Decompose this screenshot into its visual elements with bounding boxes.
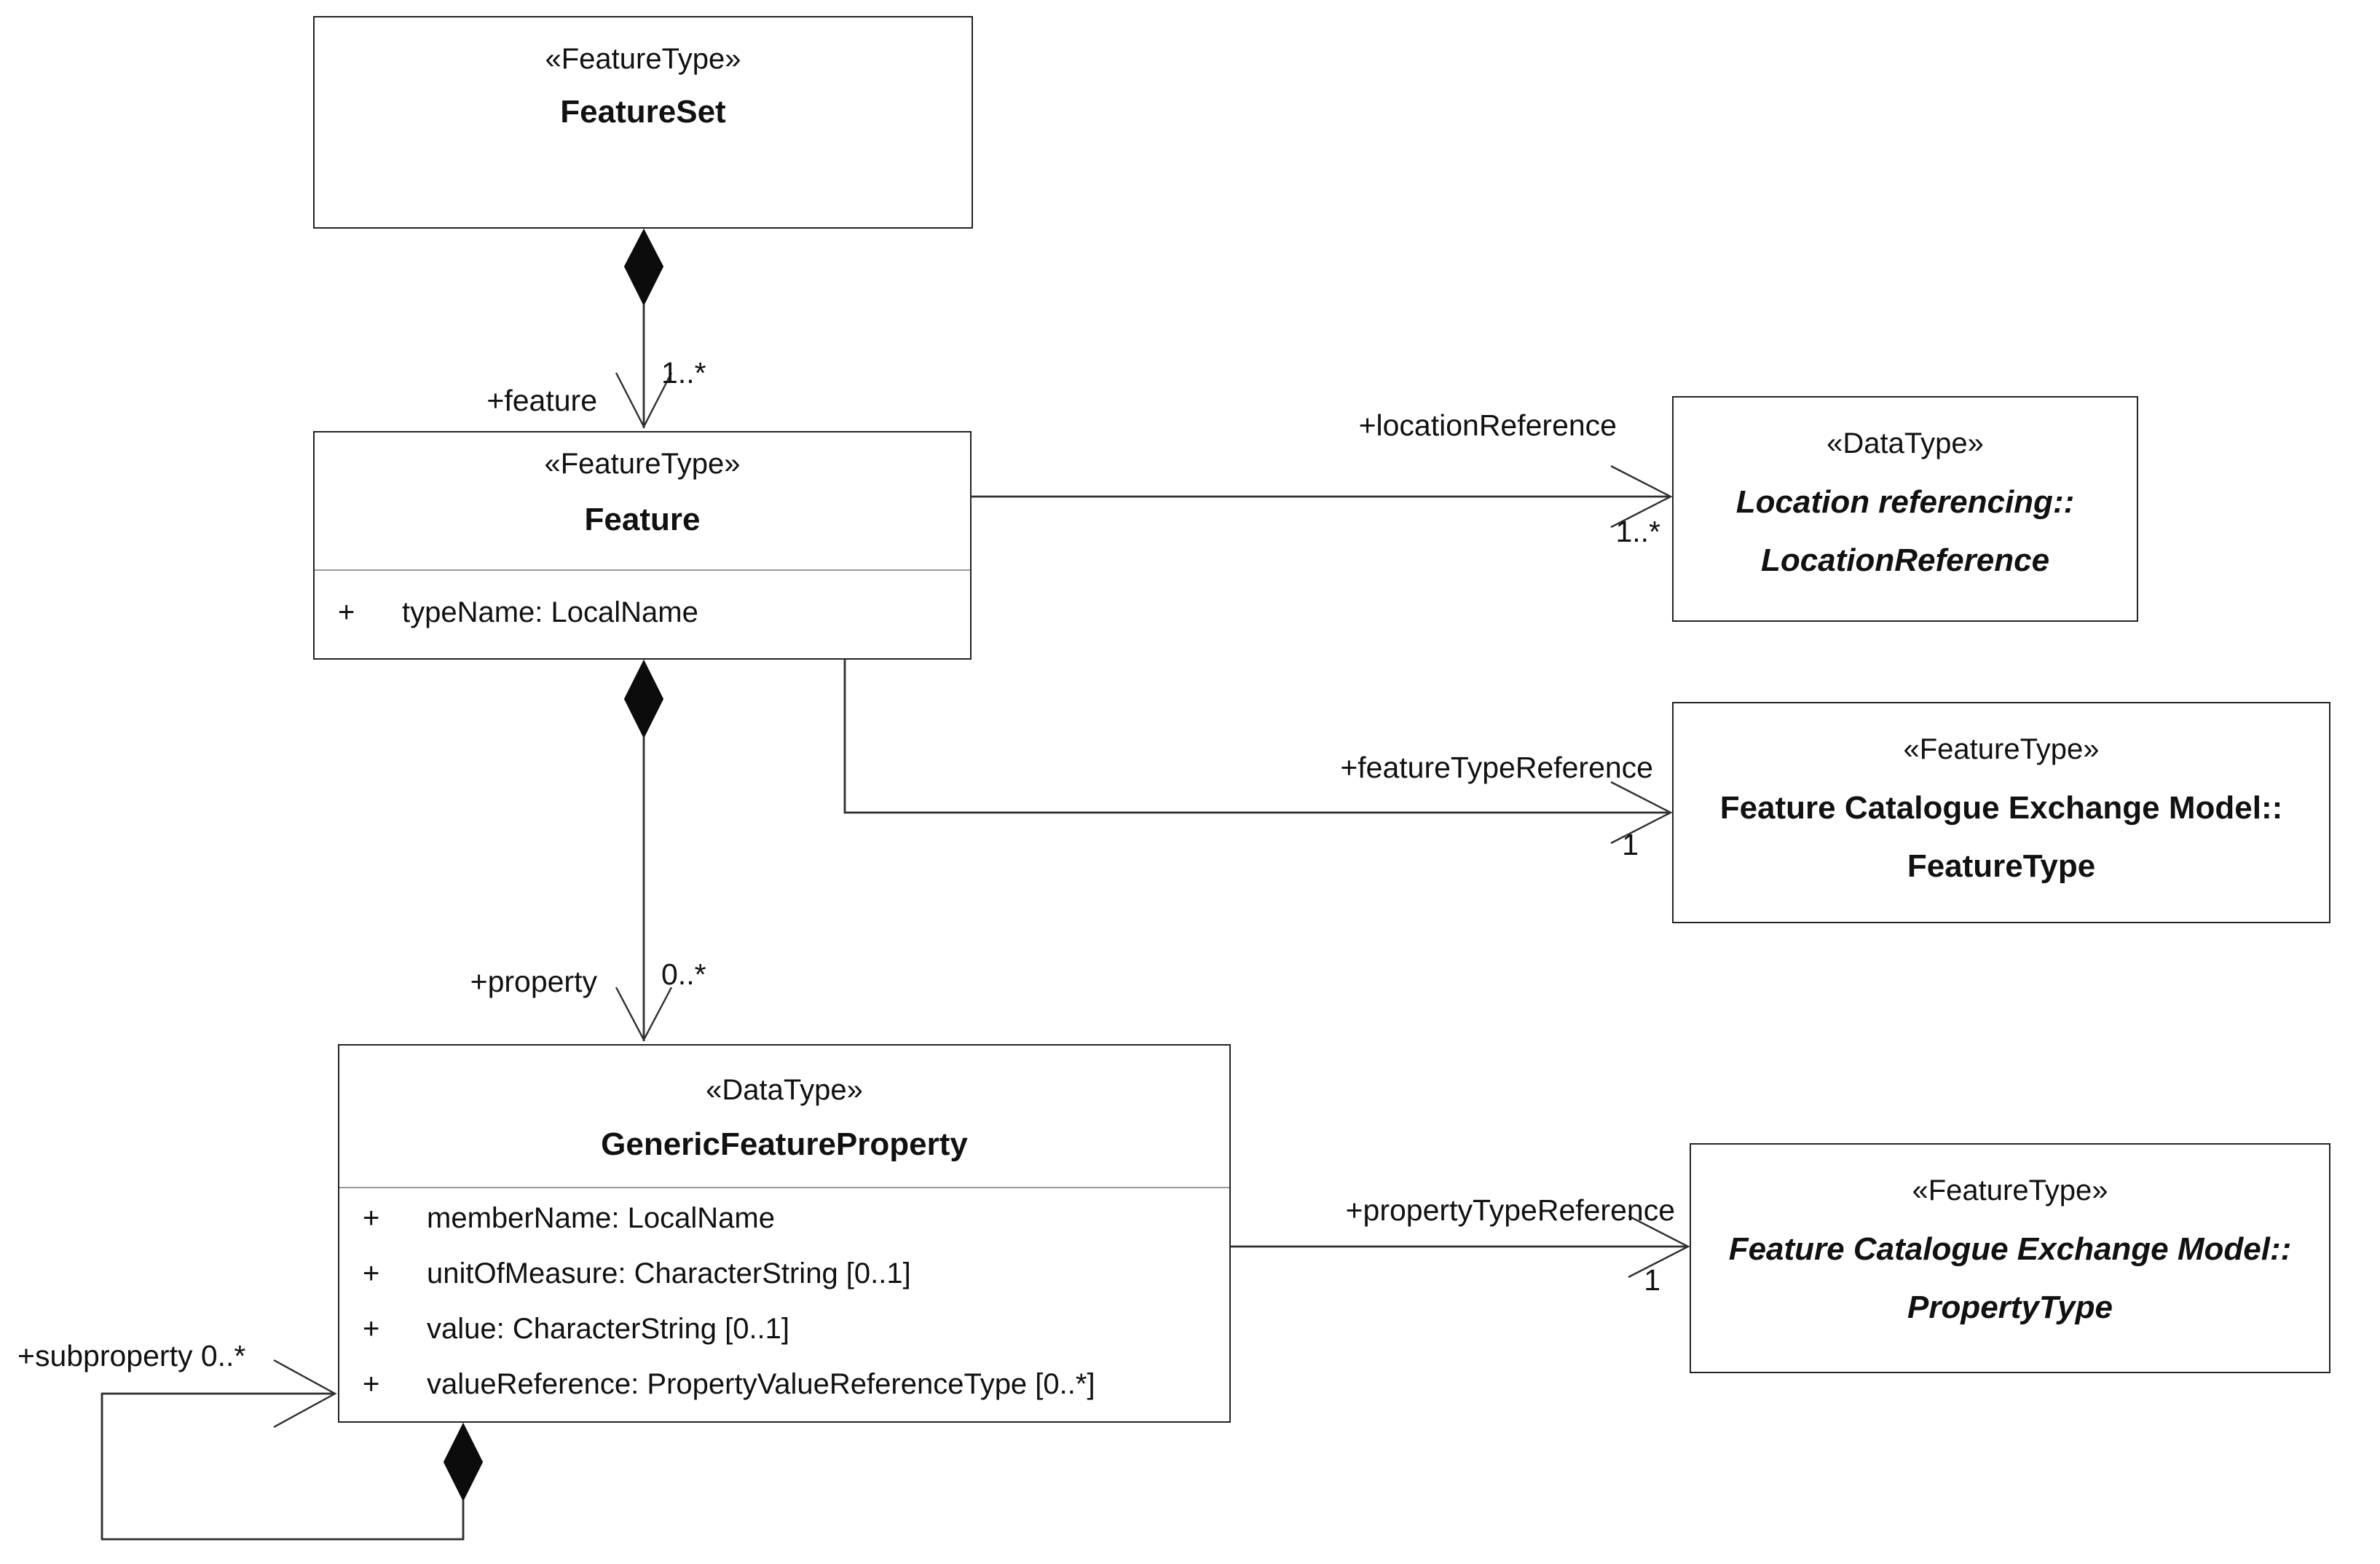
role-label-featuretypereference: +featureTypeReference <box>1340 751 1653 785</box>
open-arrowhead-icon <box>615 372 673 429</box>
attribute-row: + typeName: LocalName <box>315 584 970 642</box>
class-box-feature: «FeatureType» Feature + typeName: LocalN… <box>313 431 972 660</box>
class-title-compartment: «FeatureType» Feature Catalogue Exchange… <box>1674 703 2329 896</box>
class-name: LocationReference <box>1760 542 2050 578</box>
edge-location-reference <box>972 465 1673 529</box>
class-namespace: Feature Catalogue Exchange Model:: <box>1728 1231 2292 1267</box>
attribute-text: valueReference: PropertyValueReferenceTy… <box>427 1369 1095 1401</box>
multiplicity-label-locationreference: 1..* <box>1615 516 1660 549</box>
multiplicity-label-feature: 1..* <box>661 357 706 390</box>
class-stereotype: «DataType» <box>1827 428 1984 460</box>
composition-diamond-icon <box>443 1422 484 1502</box>
role-label-property: +property <box>470 965 597 999</box>
attribute-visibility: + <box>363 1314 380 1346</box>
class-title-compartment: «DataType» GenericFeatureProperty <box>339 1046 1229 1188</box>
class-stereotype: «FeatureType» <box>545 44 741 76</box>
edge-featureset-feature <box>615 228 673 429</box>
open-arrowhead-icon <box>1610 465 1673 529</box>
edge-feature-type-reference <box>843 660 1673 845</box>
class-box-featureset: «FeatureType» FeatureSet <box>313 16 973 229</box>
role-label-propertytypereference: +propertyTypeReference <box>1345 1194 1675 1228</box>
attribute-row: + memberName: LocalName <box>339 1191 1229 1247</box>
class-namespace: Location referencing:: <box>1735 483 2075 520</box>
attribute-text: memberName: LocalName <box>427 1203 775 1235</box>
multiplicity-label-propertytypereference: 1 <box>1644 1264 1660 1298</box>
class-box-propertytype: «FeatureType» Feature Catalogue Exchange… <box>1690 1143 2330 1373</box>
role-label-feature: +feature <box>486 384 597 418</box>
class-attribute-compartment: + typeName: LocalName <box>315 571 970 642</box>
open-arrowhead-icon <box>1610 781 1673 845</box>
class-title-compartment: «DataType» Location referencing:: Locati… <box>1674 398 2137 590</box>
attribute-row: + unitOfMeasure: CharacterString [0..1] <box>339 1247 1229 1302</box>
edge-property <box>615 659 673 1042</box>
role-label-locationreference: +locationReference <box>1358 409 1617 443</box>
class-stereotype: «FeatureType» <box>1912 1175 2108 1207</box>
class-box-locationreference: «DataType» Location referencing:: Locati… <box>1672 396 2138 622</box>
multiplicity-label-featuretypereference: 1 <box>1622 829 1639 862</box>
class-stereotype: «DataType» <box>706 1075 863 1107</box>
attribute-visibility: + <box>338 597 355 629</box>
class-name: FeatureType <box>1907 848 2096 884</box>
attribute-visibility: + <box>363 1369 380 1401</box>
class-title-compartment: «FeatureType» Feature Catalogue Exchange… <box>1691 1145 2329 1337</box>
class-stereotype: «FeatureType» <box>1903 734 2100 766</box>
edge-subproperty-loop <box>101 1359 484 1541</box>
class-title-compartment: «FeatureType» FeatureSet <box>315 17 972 140</box>
class-box-featuretype: «FeatureType» Feature Catalogue Exchange… <box>1672 702 2330 923</box>
class-name: FeatureSet <box>560 93 726 130</box>
multiplicity-label-property: 0..* <box>661 958 706 992</box>
open-arrowhead-icon <box>1628 1215 1690 1279</box>
composition-diamond-icon <box>623 659 664 739</box>
class-attribute-compartment: + memberName: LocalName + unitOfMeasure:… <box>339 1188 1229 1413</box>
class-namespace: Feature Catalogue Exchange Model:: <box>1719 789 2283 826</box>
attribute-text: value: CharacterString [0..1] <box>427 1314 790 1346</box>
open-arrowhead-icon <box>615 987 673 1042</box>
attribute-row: + value: CharacterString [0..1] <box>339 1302 1229 1357</box>
composition-diamond-icon <box>623 228 664 307</box>
attribute-text: unitOfMeasure: CharacterString [0..1] <box>427 1258 911 1290</box>
attribute-text: typeName: LocalName <box>402 597 698 629</box>
class-box-genericfeatureproperty: «DataType» GenericFeatureProperty + memb… <box>338 1044 1231 1423</box>
class-name: GenericFeatureProperty <box>601 1126 968 1162</box>
class-name: Feature <box>584 501 701 537</box>
class-title-compartment: «FeatureType» Feature <box>315 433 970 571</box>
class-name: PropertyType <box>1907 1289 2113 1325</box>
edge-property-type-reference <box>1231 1215 1690 1279</box>
open-arrowhead-icon <box>273 1359 337 1429</box>
attribute-visibility: + <box>363 1203 380 1235</box>
attribute-row: + valueReference: PropertyValueReference… <box>339 1357 1229 1413</box>
role-label-subproperty: +subproperty 0..* <box>17 1340 246 1373</box>
attribute-visibility: + <box>363 1258 380 1290</box>
class-stereotype: «FeatureType» <box>544 449 741 481</box>
